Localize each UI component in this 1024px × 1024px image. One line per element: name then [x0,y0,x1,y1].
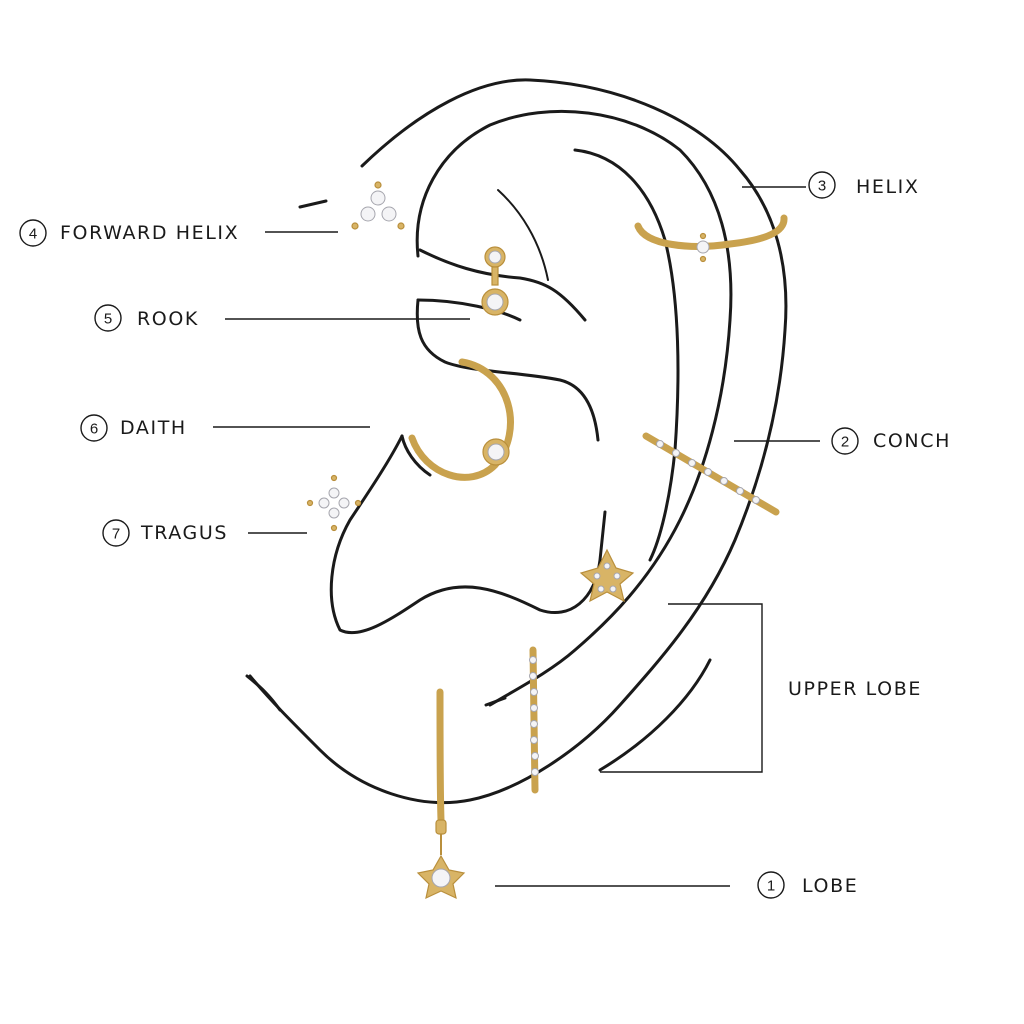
label-forward-helix: 4 FORWARD HELIX [19,219,239,247]
ear-outline-icon [245,78,788,804]
daith-hoop-icon [408,358,514,481]
label-helix-text: HELIX [856,176,920,198]
forward-helix-stud-icon [351,181,405,230]
label-helix-number: 3 [818,178,826,195]
conch-bar-icon [642,432,780,516]
label-daith-text: DAITH [120,417,187,439]
rook-barbell-icon [481,246,509,316]
label-lobe-text: LOBE [802,875,858,897]
star-stud-icon [579,548,635,603]
label-daith: 6 DAITH [80,414,187,442]
upper-lobe-bracket [600,603,763,773]
label-lobe-number: 1 [767,878,775,895]
label-helix: 3 HELIX [808,171,920,199]
leader-lines [213,186,820,887]
label-tragus-text: TRAGUS [140,522,228,544]
label-forward-helix-number: 4 [29,226,37,243]
label-conch-text: CONCH [873,430,951,452]
label-tragus: 7 TRAGUS [102,519,228,547]
label-daith-number: 6 [90,421,98,438]
label-conch-number: 2 [841,434,849,451]
label-forward-helix-text: FORWARD HELIX [60,222,239,244]
label-rook-text: ROOK [137,308,199,330]
label-upper-lobe: UPPER LOBE [788,678,922,700]
tragus-stud-icon [306,474,362,532]
label-rook: 5 ROOK [94,304,199,332]
label-conch: 2 CONCH [831,427,951,455]
label-lobe: 1 LOBE [757,871,858,899]
helix-hoop-icon [634,214,788,263]
label-rook-number: 5 [104,311,112,328]
lobe-huggie-icon [416,688,466,900]
label-upper-lobe-text: UPPER LOBE [788,678,922,700]
label-tragus-number: 7 [112,526,120,543]
upper-lobe-bar-icon [529,646,539,794]
